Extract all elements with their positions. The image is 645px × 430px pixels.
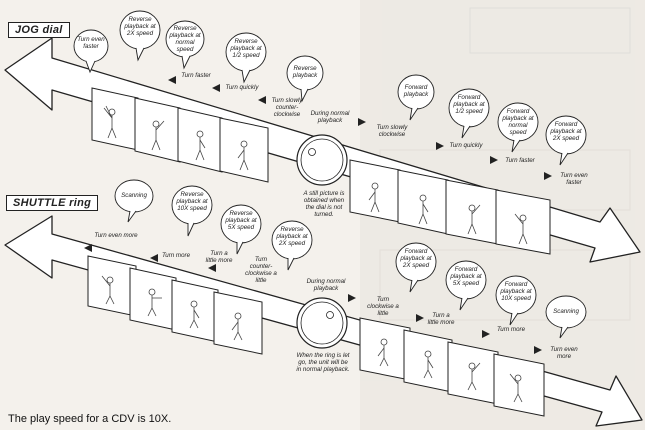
bubble-text: Forward playback at 10X speed (500, 281, 532, 302)
caption: The play speed for a CDV is 10X. (8, 413, 171, 425)
arrow-label: Turn clockwise a little (364, 296, 402, 317)
bubble-text: Reverse playback at 5X speed (225, 210, 257, 231)
arrow-label: Turn faster (500, 157, 540, 164)
bubble-text: Forward playback at normal speed (502, 108, 534, 136)
jog-dial-icon (297, 135, 347, 185)
speech-bubble-tail (242, 70, 250, 82)
frame (130, 268, 176, 330)
arrow-label: Turn slowly counter-clockwise (268, 97, 306, 118)
bubble-text: Reverse playback (290, 65, 320, 79)
still-picture-note: A still picture is obtained when the dia… (300, 190, 348, 218)
speech-bubble-tail (237, 242, 243, 254)
shuttle-ring-title: SHUTTLE ring (6, 195, 98, 211)
arrow-label: Turn faster (176, 72, 216, 79)
arrow-label: Turn more (160, 252, 192, 259)
bubble-text: Scanning (120, 192, 148, 199)
arrow-label: Turn slowly clockwise (374, 124, 410, 138)
arrow-label: Turn a little more (204, 250, 234, 264)
arrow-label: During normal playback (310, 110, 350, 124)
bubble-text: Reverse playback at 1/2 speed (230, 38, 262, 59)
bubble-text: Forward playback (401, 84, 431, 98)
frame (135, 98, 180, 162)
arrow-label: Turn even more (546, 346, 582, 360)
speech-bubble-tail (182, 56, 190, 68)
arrow-label: Turn quickly (222, 84, 262, 91)
arrow-label: Turn quickly (446, 142, 486, 149)
bubble-text: Reverse playback at 10X speed (176, 191, 208, 212)
bubble-text: Forward playback at 5X speed (450, 266, 482, 287)
bubble-text: Reverse playback at 2X speed (124, 16, 156, 37)
arrow-label: During normal playback (306, 278, 346, 292)
arrow-label: Turn counter-clockwise a little (244, 256, 278, 284)
bubble-text: Forward playback at 2X speed (550, 121, 582, 142)
frame (448, 342, 498, 404)
bubble-text: Reverse playback at 2X speed (276, 226, 308, 247)
arrow-label: Turn a little more (426, 312, 456, 326)
bubble-text: Forward playback at 2X speed (400, 248, 432, 269)
bubble-text: Forward playback at 1/2 speed (453, 94, 485, 115)
arrow-label: Turn even more (94, 232, 138, 239)
frame (494, 354, 544, 416)
ring-release-note: When the ring is let go, the unit will b… (296, 352, 350, 373)
bubble-text: Turn even faster (77, 36, 105, 50)
speech-bubble-tail (136, 48, 144, 60)
frame (360, 318, 410, 380)
speech-bubble-tail (188, 223, 194, 236)
frame (88, 256, 136, 316)
speech-bubble-tail (288, 258, 294, 270)
arrow-label: Turn more (496, 326, 526, 333)
frame (92, 88, 138, 150)
speech-bubble-tail (128, 211, 136, 222)
shuttle-ring-icon (297, 298, 347, 348)
arrow-label: Turn even faster (556, 172, 592, 186)
jog-dial-title: JOG dial (8, 22, 70, 38)
bubble-text: Scanning (550, 308, 582, 315)
bubble-text: Reverse playback at normal speed (169, 25, 201, 53)
